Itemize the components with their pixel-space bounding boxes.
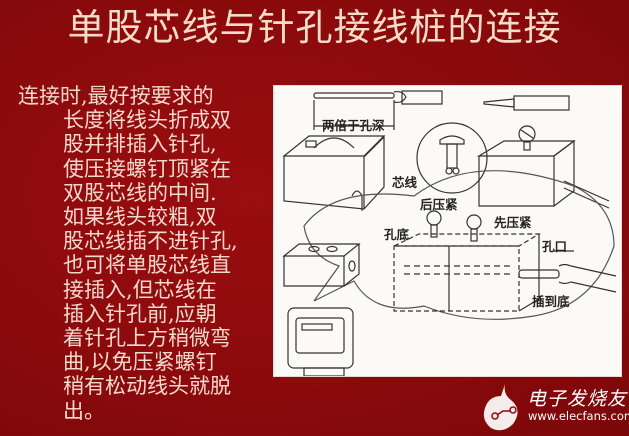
label-hole-mouth: 孔口 xyxy=(542,239,568,254)
watermark-url: www.elecfans.com xyxy=(528,409,629,423)
body-line: 着针孔上方稍微弯 xyxy=(63,326,231,351)
slide-title: 单股芯线与针孔接线桩的连接 xyxy=(67,6,562,49)
body-line: 插入针孔前,应朝 xyxy=(63,301,217,326)
body-line: 双股芯线的中间. xyxy=(63,180,217,205)
body-line: 股芯线插不进针孔, xyxy=(63,229,238,254)
label-insert-to-bottom: 插到底 xyxy=(532,294,570,309)
body-paragraph: 连接时,最好按要求的 长度将线头折成双 股并排插入针孔, 使压接螺钉顶紧在 双股… xyxy=(18,84,268,423)
body-line: 接插入,但芯线在 xyxy=(63,277,217,302)
wiring-diagram: 两倍于孔深 芯线 后压紧 先压紧 孔底 孔口 插到底 xyxy=(274,86,621,376)
body-line: 也可将单股芯线直 xyxy=(63,253,231,278)
body-line: 连接时,最好按要求的 xyxy=(18,84,214,108)
bent-wire-illustration xyxy=(313,90,443,130)
body-line: 稍有松动线头就脱 xyxy=(63,374,231,399)
terminal-block-illustration xyxy=(393,210,617,312)
body-line: 如果线头较粗,双 xyxy=(63,205,217,230)
screw-illustration xyxy=(439,135,465,175)
watermark-brand: 电子发烧友 xyxy=(527,388,628,410)
body-line: 股并排插入针孔, xyxy=(63,132,217,157)
elecfans-logo-icon xyxy=(483,384,518,431)
body-line: 出。 xyxy=(63,398,105,423)
body-line: 使压接螺钉顶紧在 xyxy=(63,156,231,181)
meter-illustration xyxy=(287,307,354,376)
label-hole-bottom: 孔底 xyxy=(384,227,410,242)
label-press-later: 后压紧 xyxy=(420,197,458,212)
watermark: 电子发烧友 www.elecfans.com xyxy=(483,382,629,432)
label-press-first: 先压紧 xyxy=(494,215,532,230)
body-line: 长度将线头折成双 xyxy=(63,108,231,133)
label-twice-hole-depth: 两倍于孔深 xyxy=(322,118,385,133)
switch-block-illustration xyxy=(282,135,386,211)
diagram-drawing xyxy=(282,90,617,376)
body-line: 曲,以免压紧螺钉 xyxy=(63,350,217,375)
label-core-wire: 芯线 xyxy=(392,175,418,190)
